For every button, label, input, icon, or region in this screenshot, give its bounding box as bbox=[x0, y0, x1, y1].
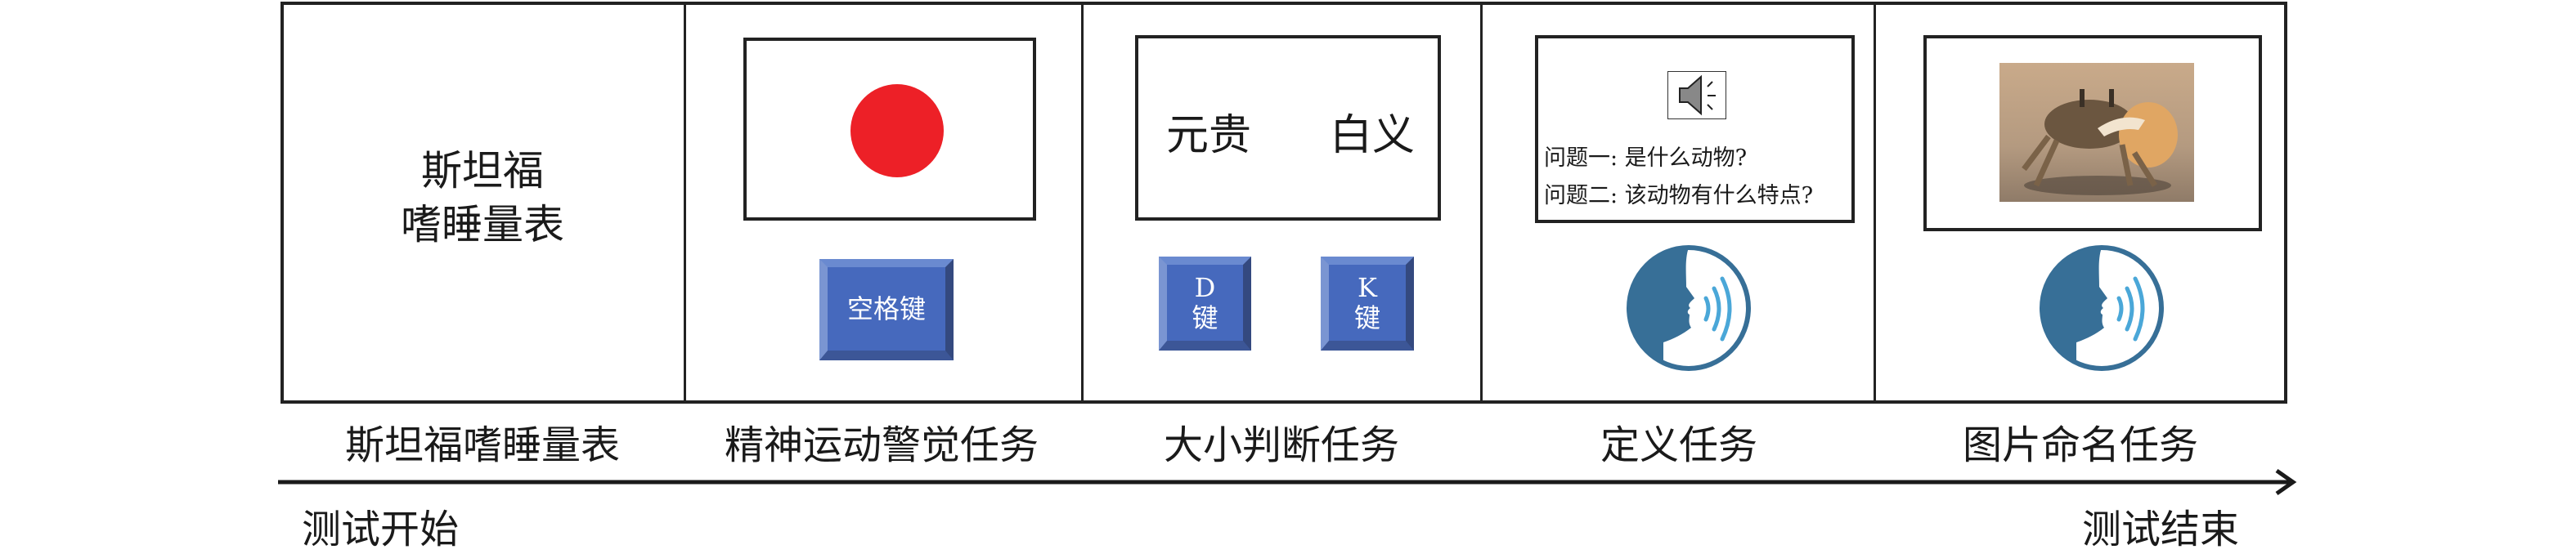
pvt-stimulus-screen bbox=[743, 38, 1036, 221]
space-key: 空格键 bbox=[819, 259, 954, 360]
d-key: D 键 bbox=[1159, 257, 1251, 351]
d-key-letter: D bbox=[1194, 271, 1216, 303]
scale-title-line2: 嗜睡量表 bbox=[401, 201, 564, 248]
panel-label-definition: 定义任务 bbox=[1600, 422, 1758, 468]
word-right: 白义 bbox=[1330, 111, 1416, 160]
k-key-letter: K bbox=[1358, 271, 1377, 303]
panel-divider bbox=[1081, 2, 1084, 400]
panel-divider bbox=[684, 2, 686, 400]
sleepiness-scale-panel: 斯坦福 嗜睡量表 bbox=[280, 144, 684, 252]
crab-photo bbox=[1999, 63, 2194, 202]
scale-title-line1: 斯坦福 bbox=[421, 147, 544, 194]
k-key-suffix: 键 bbox=[1353, 302, 1380, 333]
task-sequence-frame bbox=[280, 2, 2287, 404]
panel-label-sleepiness-scale: 斯坦福嗜睡量表 bbox=[344, 422, 621, 468]
panel-label-picture-naming: 图片命名任务 bbox=[1962, 422, 2199, 468]
panel-label-size-judgment: 大小判断任务 bbox=[1163, 422, 1400, 468]
timeline-end-label: 测试结束 bbox=[2082, 507, 2240, 552]
panel-divider bbox=[1874, 2, 1876, 400]
speaking-head-icon bbox=[1627, 245, 1751, 371]
k-key: K 键 bbox=[1321, 257, 1414, 351]
definition-screen: 问题一: 是什么动物? 问题二: 该动物有什么特点? bbox=[1535, 35, 1855, 223]
timeline-start-label: 测试开始 bbox=[302, 507, 460, 552]
question-two: 问题二: 该动物有什么特点? bbox=[1544, 183, 1814, 208]
size-judgment-screen: 元贵 白义 bbox=[1135, 35, 1441, 221]
word-left: 元贵 bbox=[1166, 111, 1252, 160]
space-key-label: 空格键 bbox=[846, 293, 926, 324]
question-one: 问题一: 是什么动物? bbox=[1544, 145, 1748, 171]
speaking-head-icon bbox=[2040, 245, 2164, 371]
d-key-suffix: 键 bbox=[1192, 302, 1218, 333]
panel-divider bbox=[1480, 2, 1483, 400]
red-dot-stimulus bbox=[850, 84, 944, 177]
timeline-arrow bbox=[278, 468, 2297, 496]
speaker-icon bbox=[1667, 71, 1726, 119]
picture-naming-screen bbox=[1923, 35, 2262, 231]
panel-label-pvt: 精神运动警觉任务 bbox=[724, 422, 1039, 468]
